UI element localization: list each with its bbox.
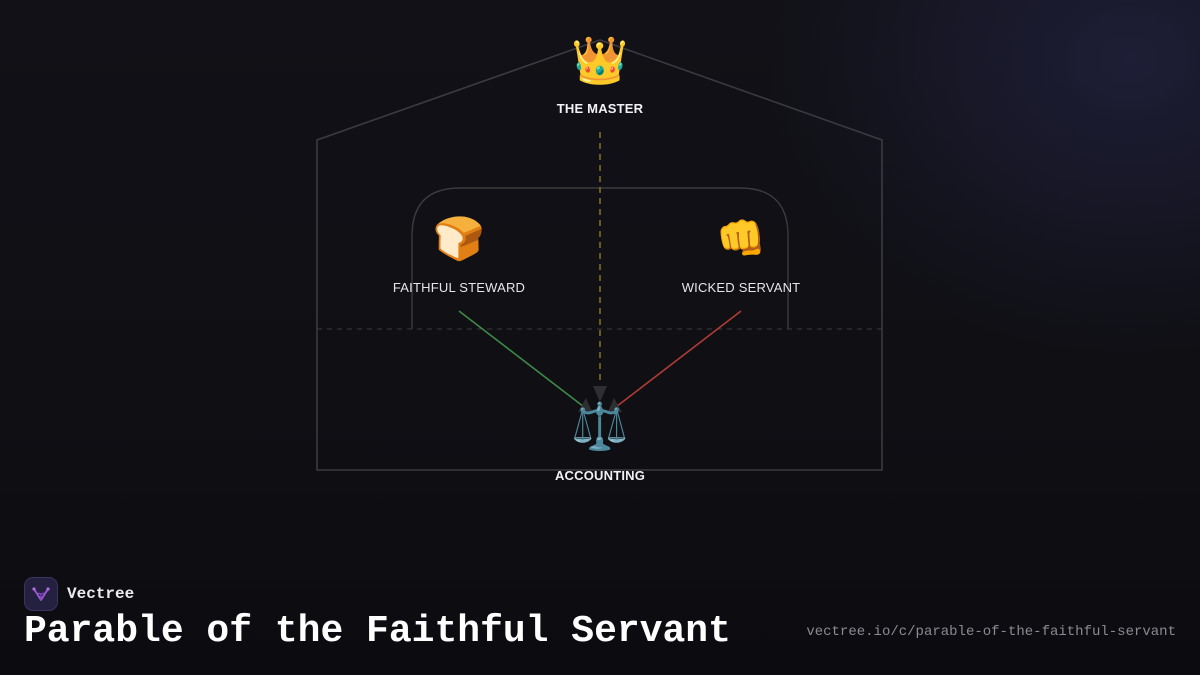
node-label-accounting: ACCOUNTING [554, 468, 646, 483]
page-title: Parable of the Faithful Servant [24, 610, 731, 653]
node-label-steward: FAITHFUL STEWARD [392, 280, 526, 295]
house-outline [316, 39, 883, 471]
crown-icon: 👑 [571, 33, 629, 87]
scales-icon: ⚖️ [571, 399, 629, 453]
steward-accounting-edge [458, 310, 589, 411]
master-edge-arrowhead [593, 386, 607, 402]
wicked-edge-arrowhead [607, 398, 622, 414]
brand-name: Vectree [67, 585, 135, 603]
fist-icon: 👊 [716, 216, 766, 262]
bread-icon: 🍞 [432, 214, 486, 263]
node-label-wicked: WICKED SERVANT [681, 280, 801, 295]
vectree-logo-icon [24, 577, 58, 611]
node-label-master: THE MASTER [556, 101, 644, 116]
source-url: vectree.io/c/parable-of-the-faithful-ser… [806, 624, 1176, 640]
steward-edge-arrowhead [578, 398, 593, 414]
brand: Vectree [24, 577, 134, 611]
wicked-accounting-edge [611, 310, 742, 411]
